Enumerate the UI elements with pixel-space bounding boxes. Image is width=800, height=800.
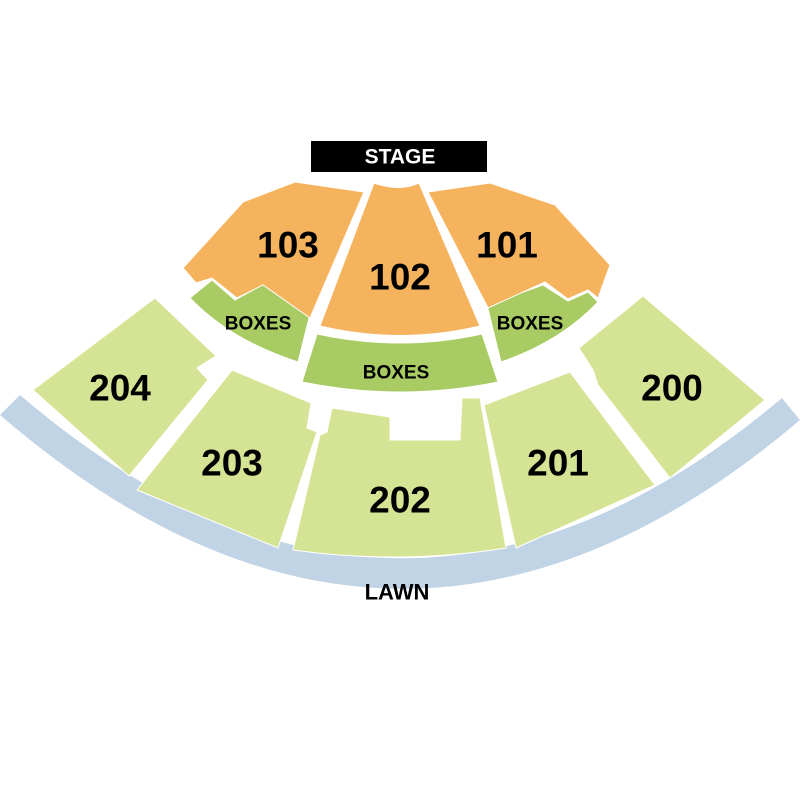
boxes-left[interactable]: BOXES <box>189 279 314 363</box>
section-102-shape[interactable] <box>319 182 481 336</box>
section-202-shape[interactable] <box>292 397 507 558</box>
boxes-right[interactable]: BOXES <box>486 284 599 363</box>
section-200-label: 200 <box>641 368 703 409</box>
section-200-shape[interactable] <box>578 295 766 479</box>
boxes-right-label: BOXES <box>497 314 564 335</box>
section-102-label: 102 <box>369 257 431 298</box>
section-101-shape[interactable] <box>427 182 611 309</box>
section-102[interactable]: 102 <box>319 182 481 336</box>
section-103[interactable]: 103 <box>182 181 365 319</box>
section-203[interactable]: 203 <box>136 369 318 549</box>
boxes-center-label: BOXES <box>363 363 430 384</box>
section-203-shape[interactable] <box>136 369 318 549</box>
lawn-section[interactable]: LAWN <box>0 395 800 605</box>
section-103-shape[interactable] <box>182 181 365 319</box>
section-202[interactable]: 202 <box>292 397 507 558</box>
lawn-label: LAWN <box>365 580 430 605</box>
section-101-label: 101 <box>476 225 538 266</box>
section-201-label: 201 <box>527 443 589 484</box>
section-202-label: 202 <box>369 480 431 521</box>
stage-block <box>311 141 487 172</box>
section-200[interactable]: 200 <box>578 295 766 479</box>
boxes-left-label: BOXES <box>225 314 292 335</box>
lawn-area[interactable] <box>0 395 800 589</box>
section-203-label: 203 <box>201 443 263 484</box>
section-201[interactable]: 201 <box>483 371 656 549</box>
section-204-label: 204 <box>89 368 151 409</box>
section-201-shape[interactable] <box>483 371 656 549</box>
boxes-center-shape[interactable] <box>301 333 499 393</box>
section-204[interactable]: 204 <box>32 297 217 477</box>
section-204-shape[interactable] <box>32 297 217 477</box>
stage-label: STAGE <box>365 146 436 169</box>
section-103-label: 103 <box>257 225 319 266</box>
stage: STAGE <box>311 141 487 172</box>
boxes-right-shape[interactable] <box>486 284 599 363</box>
boxes-center[interactable]: BOXES <box>301 333 499 393</box>
section-101[interactable]: 101 <box>427 182 611 309</box>
